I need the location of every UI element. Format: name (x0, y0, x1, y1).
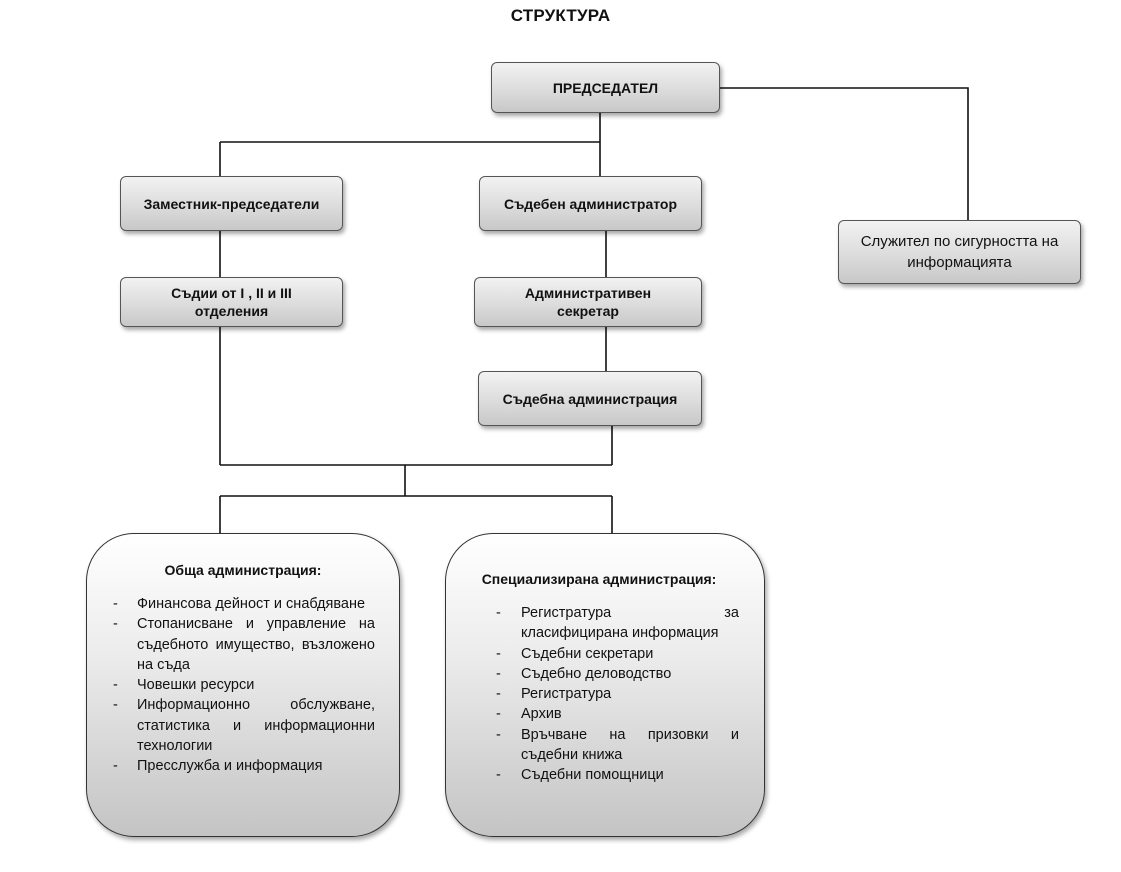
specialized-administration-box: Специализирана администрация: -Регистрат… (445, 533, 765, 837)
administrative-secretary-box: Административен секретар (474, 277, 702, 327)
chairman-box: ПРЕДСЕДАТЕЛ (491, 62, 720, 113)
list-item: -Съдебни помощници (496, 767, 664, 784)
general-administration-heading: Обща администрация: (164, 562, 322, 578)
general-administration-list: -Финансова дейност и снабдяване -Стопани… (113, 594, 375, 777)
diagram-title: СТРУКТУРА (510, 6, 611, 25)
list-item: -Регистратура за класифицирана информаци… (496, 605, 739, 642)
list-item: -Информационно обслужване, статистика и … (113, 697, 375, 755)
list-item: -Финансова дейност и снабдяване (113, 596, 366, 612)
list-item: -Съдебни секретари (496, 645, 654, 662)
court-administrator-box: Съдебен администратор (479, 176, 702, 231)
list-item: -Човешки ресурси (113, 677, 255, 694)
list-item: -Пресслужба и информация (113, 758, 323, 775)
court-administration-box: Съдебна администрация (478, 371, 702, 426)
deputies-box: Заместник-председатели (120, 176, 343, 231)
specialized-administration-list: -Регистратура за класифицирана информаци… (496, 603, 739, 786)
list-item: -Архив (496, 706, 562, 723)
judges-box: Съдии от I , II и III отделения (120, 277, 343, 327)
general-administration-box: Обща администрация: -Финансова дейност и… (86, 533, 400, 837)
list-item: -Стопанисване и управление на съдебното … (113, 616, 375, 673)
list-item: -Регистратура (496, 686, 612, 703)
security-officer-box: Служител по сигурността на информацията (838, 220, 1081, 284)
specialized-administration-heading: Специализирана администрация: (481, 571, 717, 587)
list-item: -Връчване на призовки и съдебни книжа (496, 726, 739, 764)
list-item: -Съдебно деловодство (496, 665, 672, 682)
